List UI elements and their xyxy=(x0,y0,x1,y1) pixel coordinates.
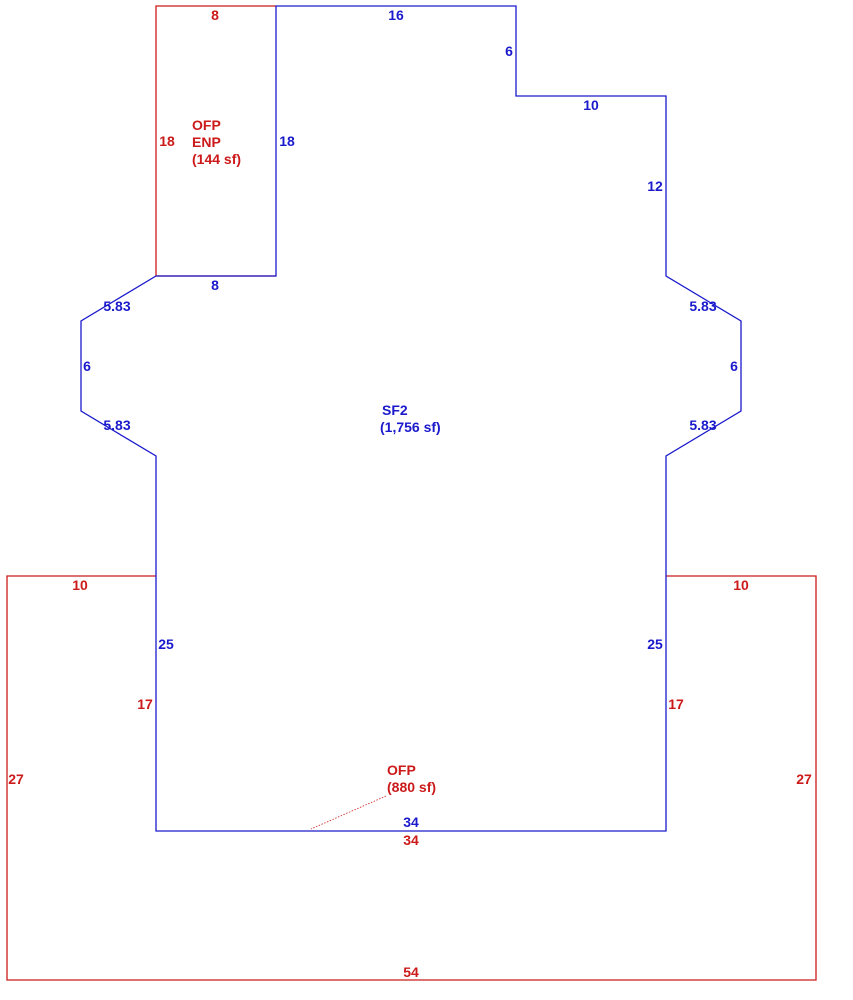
enclosed-porch-size: (144 sf) xyxy=(192,151,241,167)
dim-enp-top: 8 xyxy=(211,7,219,23)
dim-main-shared-right: 18 xyxy=(279,133,295,149)
open-porch-leader-line xyxy=(310,795,387,830)
open-porch-size: (880 sf) xyxy=(387,779,436,795)
dim-ofp-left-outer: 27 xyxy=(8,771,24,787)
dim-ofp-right-outer: 27 xyxy=(796,771,812,787)
dim-ofp-left-inner: 17 xyxy=(137,696,153,712)
dim-main-right-upper: 12 xyxy=(647,178,663,194)
dim-main-left-lower: 25 xyxy=(158,636,174,652)
main-area-size: (1,756 sf) xyxy=(380,419,441,435)
dim-main-step-right: 10 xyxy=(583,97,599,113)
dim-ofp-left-top: 10 xyxy=(72,577,88,593)
open-porch-code: OFP xyxy=(387,762,416,778)
dim-enp-left: 18 xyxy=(159,133,175,149)
open-porch-outline xyxy=(6,575,817,981)
dim-ofp-inner-bottom: 34 xyxy=(403,832,419,848)
enclosed-porch-code: OFP xyxy=(192,117,221,133)
dim-main-step-down: 6 xyxy=(505,43,513,59)
dim-ofp-bottom: 54 xyxy=(403,964,419,980)
dim-main-left-bay: 6 xyxy=(83,358,91,374)
dim-main-shared-bottom: 8 xyxy=(211,277,219,293)
dim-main-bottom: 34 xyxy=(403,814,419,830)
dim-main-left-bevel-1: 5.83 xyxy=(103,298,130,314)
main-area-outline xyxy=(80,5,742,832)
dim-ofp-right-inner: 17 xyxy=(668,696,684,712)
dim-main-top: 16 xyxy=(388,7,404,23)
dim-main-right-bevel-1: 5.83 xyxy=(689,298,716,314)
dim-main-right-bay: 6 xyxy=(730,358,738,374)
dim-main-right-bevel-2: 5.83 xyxy=(689,417,716,433)
dim-ofp-right-top: 10 xyxy=(733,577,749,593)
enclosed-porch-subcode: ENP xyxy=(192,134,221,150)
dim-main-right-lower: 25 xyxy=(647,636,663,652)
main-area-code: SF2 xyxy=(382,402,408,418)
dim-main-left-bevel-2: 5.83 xyxy=(103,417,130,433)
